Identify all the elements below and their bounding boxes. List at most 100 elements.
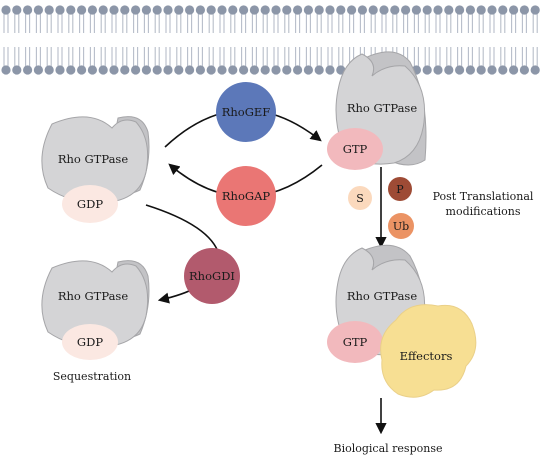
ptm-p-circle xyxy=(388,177,412,201)
rho-gtpase-sequestered: Rho GTPase GDP xyxy=(41,260,150,360)
lipid-head xyxy=(455,65,465,75)
lipid-head xyxy=(66,5,76,15)
lipid-head xyxy=(152,5,162,15)
gtp-effector-label: GTP xyxy=(343,335,368,349)
lipid-head xyxy=(55,65,65,75)
lipid-head xyxy=(293,5,303,15)
lipid-head xyxy=(98,5,108,15)
lipid-head xyxy=(271,65,281,75)
lipid-head xyxy=(433,65,443,75)
cell-membrane xyxy=(1,5,540,75)
lipid-head xyxy=(23,5,33,15)
lipid-head xyxy=(33,65,44,75)
rhogdi-label: RhoGDI xyxy=(189,269,235,283)
lipid-head xyxy=(465,5,475,15)
rho-gtpase-inactive-label: Rho GTPase xyxy=(58,152,128,166)
lipid-head xyxy=(152,65,162,75)
lipid-head xyxy=(508,65,519,75)
lipid-head xyxy=(260,65,270,75)
rho-gtpase-active: Rho GTPase GTP xyxy=(327,51,427,170)
lipid-head xyxy=(228,65,238,75)
lipid-head xyxy=(23,65,33,75)
rhogef-circle xyxy=(216,82,276,142)
lipid-head xyxy=(12,65,22,75)
rhogef-node: RhoGEF xyxy=(216,82,276,142)
lipid-head xyxy=(455,5,465,15)
lipid-head xyxy=(487,65,497,75)
lipid-head xyxy=(120,5,130,15)
lipid-head xyxy=(44,5,54,15)
ptm-text-line2: modifications xyxy=(446,205,521,218)
rho-gtpase-effector-complex: Rho GTPase GTP Effectors xyxy=(327,244,477,398)
lipid-head xyxy=(390,5,400,15)
lipid-head xyxy=(444,5,454,15)
rhogdi-node: RhoGDI xyxy=(184,248,240,304)
lipid-head xyxy=(120,65,130,75)
lipid-head xyxy=(303,5,313,15)
lipid-head xyxy=(228,5,238,15)
ptm-ub-circle xyxy=(388,213,414,239)
lipid-head xyxy=(519,65,530,75)
lipid-head xyxy=(217,5,227,15)
lipid-head xyxy=(465,65,475,75)
lipid-head xyxy=(347,5,357,15)
lipid-head xyxy=(336,5,346,15)
lipid-head xyxy=(195,5,205,15)
lipid-head xyxy=(109,65,119,75)
rho-gtpase-effector-label: Rho GTPase xyxy=(347,289,417,303)
lipid-head xyxy=(401,5,411,15)
lipid-head xyxy=(476,65,486,75)
ptm-text-line1: Post Translational xyxy=(433,190,534,203)
rhogap-circle xyxy=(216,166,276,226)
rhogap-label: RhoGAP xyxy=(222,189,270,203)
lipid-head xyxy=(109,5,119,15)
rhogap-node: RhoGAP xyxy=(216,166,276,226)
lipid-head xyxy=(314,65,324,75)
lipid-head xyxy=(433,5,443,15)
ptm-s-circle xyxy=(348,186,372,210)
lipid-head xyxy=(239,65,249,75)
lipid-head xyxy=(498,5,508,15)
lipid-head xyxy=(303,65,313,75)
gdp-inactive-label: GDP xyxy=(77,197,103,211)
lipid-head xyxy=(185,65,195,75)
lipid-head xyxy=(293,65,303,75)
lipid-head xyxy=(206,65,216,75)
lipid-head xyxy=(163,5,173,15)
lipid-head xyxy=(422,5,432,15)
lipid-head xyxy=(206,5,216,15)
gdp-sequestered-label: GDP xyxy=(77,335,103,349)
biological-response-label: Biological response xyxy=(334,442,443,455)
lipid-head xyxy=(282,5,292,15)
rho-gtpase-sequestered-label: Rho GTPase xyxy=(58,289,128,303)
effectors-shape xyxy=(380,304,477,398)
lipid-head xyxy=(444,65,454,75)
lipid-head xyxy=(44,65,54,75)
lipid-head xyxy=(368,5,378,15)
lipid-head xyxy=(131,5,141,15)
lipid-head xyxy=(1,5,11,15)
lipid-head xyxy=(519,5,530,15)
gdp-inactive xyxy=(62,185,118,223)
lipid-head xyxy=(174,5,184,15)
lipid-head xyxy=(530,65,540,75)
lipid-head xyxy=(217,65,227,75)
lipid-head xyxy=(87,65,97,75)
lipid-head xyxy=(487,5,497,15)
gtp-active-label: GTP xyxy=(343,142,368,156)
lipid-head xyxy=(12,5,22,15)
rhogef-label: RhoGEF xyxy=(222,105,271,119)
lipid-head xyxy=(260,5,270,15)
lipid-head xyxy=(131,65,141,75)
sequestration-label: Sequestration xyxy=(53,370,131,383)
lipid-head xyxy=(249,65,259,75)
ptm-p-label: P xyxy=(396,183,404,196)
lipid-head xyxy=(185,5,195,15)
gtp-active xyxy=(327,128,383,170)
lipid-head xyxy=(325,65,335,75)
rhogdi-circle xyxy=(184,248,240,304)
lipid-head xyxy=(195,65,205,75)
effectors-label: Effectors xyxy=(400,349,453,363)
ptm-ub-label: Ub xyxy=(393,220,409,233)
